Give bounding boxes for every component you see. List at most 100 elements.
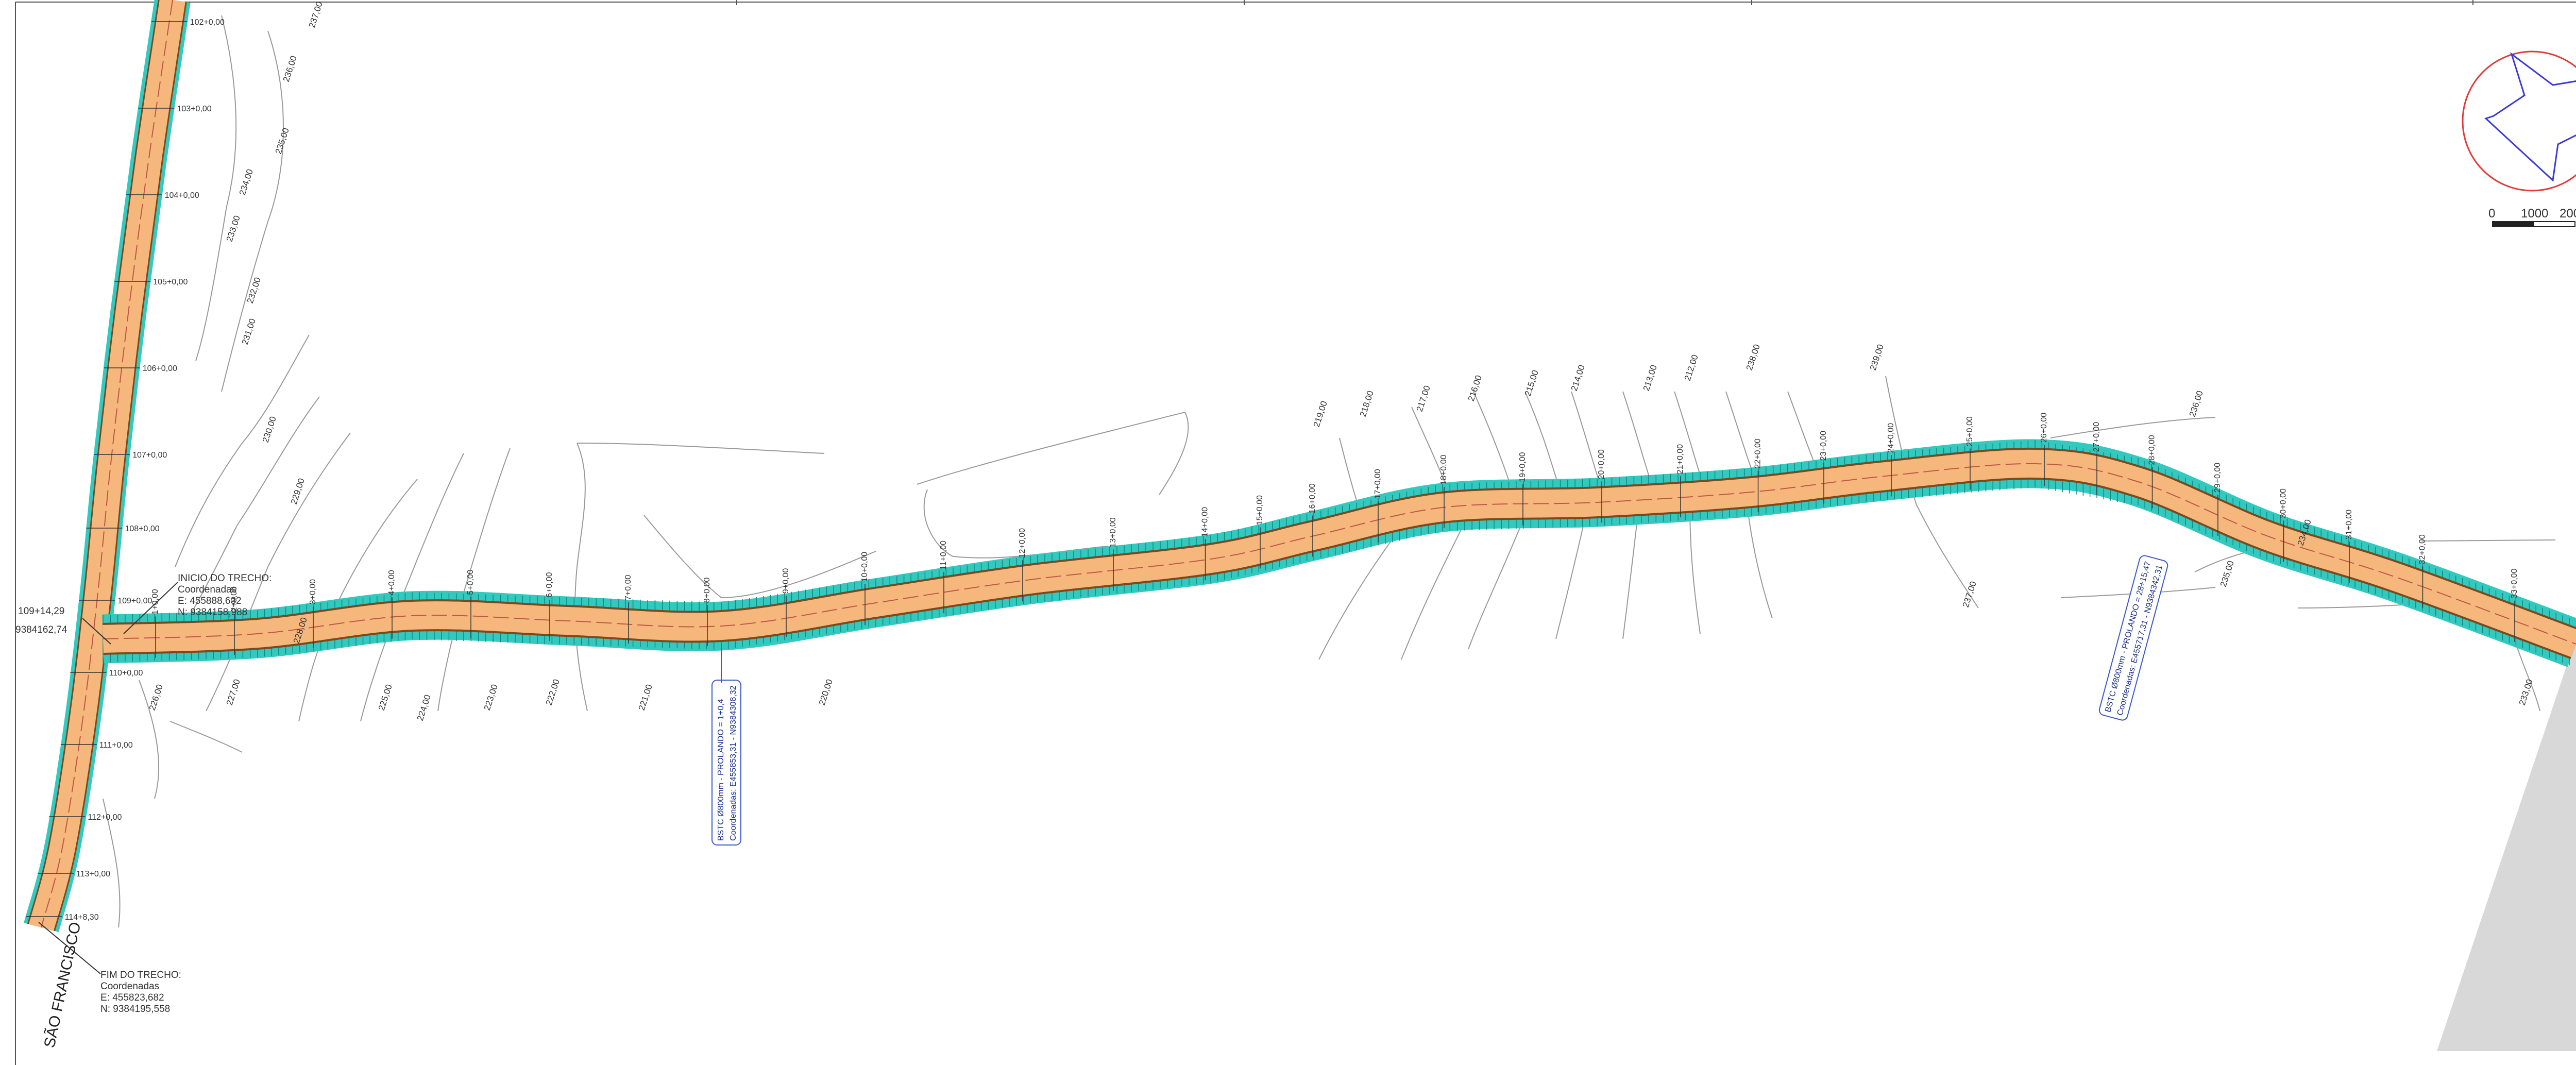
horizontal-road-centerline (103, 463, 2576, 645)
contour-label: 226,00 (147, 683, 165, 712)
contour-label: 235,00 (274, 127, 291, 155)
station-label: 3+0,00 (309, 579, 317, 604)
end-e-coord: E: 455823,682 (100, 992, 164, 1003)
scale-bar-segment (2533, 221, 2575, 227)
station-label: 14+0,00 (1201, 507, 1210, 537)
contour-line (2514, 638, 2540, 712)
start-leader-line (82, 618, 111, 645)
contour-line (206, 432, 351, 712)
terrain-shade (2437, 638, 2576, 1051)
contour-label: 214,00 (1569, 364, 1587, 392)
scale-bar: 0 1000 2000 (2488, 207, 2576, 227)
contour-label: 219,00 (1312, 400, 1329, 428)
station-label: 9+0,00 (782, 568, 790, 594)
station-label: 110+0,00 (109, 669, 143, 678)
contour-line (298, 479, 418, 722)
station-label: 1+0,00 (151, 589, 160, 614)
contour-line (643, 515, 876, 599)
station-label: 31+0,00 (2345, 510, 2353, 539)
contour-line (1622, 510, 1639, 639)
station-label: 29+0,00 (2213, 463, 2222, 493)
contour-line (1689, 504, 1701, 634)
contour-line (1555, 510, 1587, 639)
contour-label: 234,00 (238, 168, 255, 196)
station-label: 4+0,00 (387, 570, 396, 595)
contour-line (139, 680, 159, 799)
start-e-coord: E: 455888,632 (178, 596, 242, 606)
contour-line (923, 489, 1108, 559)
station-label: 30+0,00 (2279, 488, 2288, 518)
contour-line (221, 30, 284, 392)
contour-label: 236,00 (281, 55, 299, 83)
start-title: INICIO DO TRECHO: (178, 573, 272, 584)
contour-line (170, 396, 320, 650)
station-label: 25+0,00 (1965, 416, 1974, 446)
vertical-road-centerline (41, 0, 173, 928)
station-label: 113+0,00 (76, 870, 110, 878)
contour-line (917, 412, 1185, 485)
contour-label: 225,00 (377, 683, 394, 712)
contour-label: 224,00 (415, 694, 433, 722)
contour-line (175, 334, 310, 567)
station-label: 24+0,00 (1887, 423, 1895, 453)
contour-label: 216,00 (1466, 374, 1484, 402)
compass-arrow (2484, 52, 2576, 182)
north-arrow-icon (2462, 50, 2576, 192)
contour-label: 218,00 (1358, 390, 1376, 418)
bridge-box-2: BSTC Ø800mm - PROLANDO = 28+15,47 Coorde… (2098, 555, 2168, 721)
contour-label: 213,00 (1641, 364, 1659, 392)
station-label: 11+0,00 (939, 540, 948, 570)
contour-label: 212,00 (1683, 353, 1700, 382)
station-label: 22+0,00 (1754, 438, 1762, 468)
station-label: 33+0,00 (2510, 568, 2519, 598)
station-label: 114+8,30 (65, 913, 99, 922)
contour-label: 231,00 (240, 317, 258, 346)
contour-line (1401, 515, 1469, 660)
station-label: 108+0,00 (125, 525, 160, 533)
contour-line (2050, 417, 2216, 438)
station-label: 21+0,00 (1676, 444, 1685, 474)
station-label: 103+0,00 (177, 105, 212, 113)
station-label: 28+0,00 (2148, 435, 2157, 465)
contour-label: 217,00 (1415, 384, 1432, 413)
station-label: 111+0,00 (99, 741, 133, 750)
street-name-label: SÃO FRANCISCO (41, 920, 84, 1049)
station-label: 6+0,00 (545, 572, 554, 597)
vertical-road-surface (28, 0, 185, 931)
contour-line (574, 443, 588, 712)
contour-line (360, 453, 464, 722)
station-label: 112+0,00 (88, 813, 122, 822)
road-layer (24, 0, 2576, 933)
station-label: 10+0,00 (860, 552, 869, 582)
end-annotation: FIM DO TRECHO: Coordenadas E: 455823,682… (38, 922, 181, 1015)
station-label: 2+0,00 (230, 586, 239, 612)
station-label: 107+0,00 (132, 451, 167, 460)
station-label: 12+0,00 (1018, 528, 1027, 558)
scale-bar-segment (2493, 222, 2534, 227)
contour-label: 227,00 (225, 678, 242, 706)
station-label: 27+0,00 (2092, 422, 2101, 452)
contour-label: 235,00 (2218, 560, 2236, 588)
start-leader-line (123, 582, 178, 634)
start-annotation: 109+14,29 9384162,74 INICIO DO TRECHO: C… (15, 573, 272, 645)
station-label: 15+0,00 (1256, 495, 1264, 525)
contour-label: 233,00 (2517, 678, 2535, 706)
station-label: 109+0,00 (117, 597, 152, 605)
station-label: 5+0,00 (466, 569, 475, 595)
contour-label: 230,00 (261, 415, 278, 444)
contour-line (1916, 504, 1979, 608)
contour-line (1159, 412, 1189, 495)
station-label: 102+0,00 (190, 18, 225, 27)
end-title: FIM DO TRECHO: (100, 970, 181, 981)
scale-bar-segment (2492, 221, 2575, 227)
start-n-coord: N: 9384158,988 (178, 607, 247, 618)
contour-line (577, 443, 825, 454)
contour-line (1318, 540, 1392, 660)
bridge-box-frame (711, 680, 741, 846)
station-label: 104+0,00 (165, 191, 199, 200)
contour-line (1746, 499, 1773, 619)
contour-line (170, 721, 243, 753)
station-label: 18+0,00 (1439, 455, 1448, 485)
